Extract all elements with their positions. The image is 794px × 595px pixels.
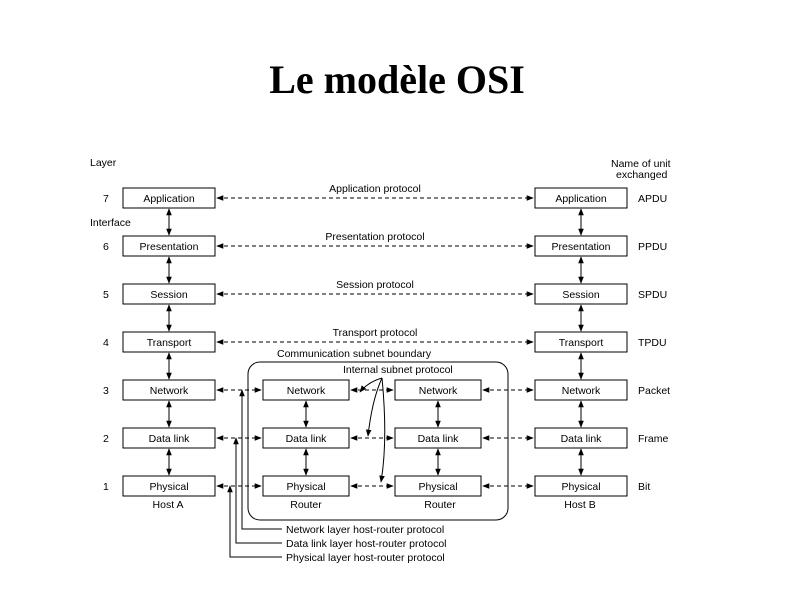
internal-protocol-arrow-2 [359, 377, 383, 393]
layer-number-1: 1 [103, 481, 109, 493]
host-a-session-box [122, 283, 216, 305]
host-b-session-label: Session [562, 289, 600, 301]
router-2-network-box [394, 379, 482, 401]
router-1-physical-box [262, 475, 350, 497]
host-b-network-label: Network [562, 385, 601, 397]
host-a-physical-box [122, 475, 216, 497]
router-2-physical-box [394, 475, 482, 497]
host-b-transport-box [534, 331, 628, 353]
unit-header-line2: exchanged [616, 169, 668, 181]
subnet-boundary-label: Communication subnet boundary [277, 348, 432, 360]
host-b-session-box [534, 283, 628, 305]
interface-label: Interface [90, 217, 131, 229]
router-1-network-box [262, 379, 350, 401]
unit-bit: Bit [638, 481, 650, 493]
host-a-application-label: Application [143, 193, 195, 205]
presentation-protocol-label: Presentation protocol [325, 231, 424, 243]
host-b-data-link-box [534, 427, 628, 449]
subnet-boundary [247, 361, 509, 521]
layer-number-4: 4 [103, 337, 109, 349]
layer-number-6: 6 [103, 241, 109, 253]
application-protocol-label: Application protocol [329, 183, 421, 195]
host-b-application-label: Application [555, 193, 607, 205]
unit-apdu: APDU [638, 193, 667, 205]
host-a-presentation-label: Presentation [140, 241, 199, 253]
host-b-application-box [534, 187, 628, 209]
host-a-application-box [122, 187, 216, 209]
network-host-router-protocol: Network layer host-router protocol [286, 524, 444, 536]
unit-ppdu: PPDU [638, 241, 667, 253]
router-2-network-label: Network [419, 385, 458, 397]
router-1-label: Router [290, 499, 322, 511]
unit-frame: Frame [638, 433, 668, 445]
host-b-presentation-label: Presentation [552, 241, 611, 253]
host-b-label: Host B [564, 499, 596, 511]
internal-protocol-arrow-3 [379, 377, 386, 483]
physical-host-router-protocol: Physical layer host-router protocol [286, 552, 445, 564]
host-a-network-box [122, 379, 216, 401]
layer-number-2: 2 [103, 433, 109, 445]
network-host-router-leader [239, 389, 282, 530]
host-a-network-label: Network [150, 385, 189, 397]
layer-number-7: 7 [103, 193, 109, 205]
internal-protocol-arrow-1 [365, 377, 383, 437]
datalink-host-router-protocol: Data link layer host-router protocol [286, 538, 447, 550]
router-1-network-label: Network [287, 385, 326, 397]
router-2-label: Router [424, 499, 456, 511]
unit-tpdu: TPDU [638, 337, 667, 349]
router-1-data-link-label: Data link [286, 433, 328, 445]
datalink-host-router-leader [233, 437, 282, 544]
host-b-data-link-label: Data link [561, 433, 603, 445]
page-title: Le modèle OSI [269, 57, 525, 102]
host-a-session-label: Session [150, 289, 188, 301]
internal-subnet-protocol-label: Internal subnet protocol [343, 364, 453, 376]
router-2-data-link-label: Data link [418, 433, 460, 445]
router-1-data-link-box [262, 427, 350, 449]
host-a-presentation-box [122, 235, 216, 257]
host-a-data-link-box [122, 427, 216, 449]
unit-header-line1: Name of unit [611, 158, 671, 170]
host-b-physical-box [534, 475, 628, 497]
host-b-physical-label: Physical [561, 481, 600, 493]
unit-spdu: SPDU [638, 289, 667, 301]
layer-header: Layer [90, 157, 117, 169]
transport-protocol-label: Transport protocol [333, 327, 418, 339]
host-b-transport-label: Transport [559, 337, 604, 349]
router-2-physical-label: Physical [418, 481, 457, 493]
host-a-physical-label: Physical [149, 481, 188, 493]
layer-number-5: 5 [103, 289, 109, 301]
host-b-network-box [534, 379, 628, 401]
router-1-physical-label: Physical [286, 481, 325, 493]
physical-host-router-leader [227, 485, 282, 558]
host-a-transport-box [122, 331, 216, 353]
host-a-label: Host A [153, 499, 184, 511]
unit-packet: Packet [638, 385, 670, 397]
host-b-presentation-box [534, 235, 628, 257]
host-a-transport-label: Transport [147, 337, 192, 349]
session-protocol-label: Session protocol [336, 279, 414, 291]
host-a-data-link-label: Data link [149, 433, 191, 445]
layer-rows: 7 Application Application APDU Application p… [103, 183, 670, 497]
router-2-data-link-box [394, 427, 482, 449]
layer-number-3: 3 [103, 385, 109, 397]
